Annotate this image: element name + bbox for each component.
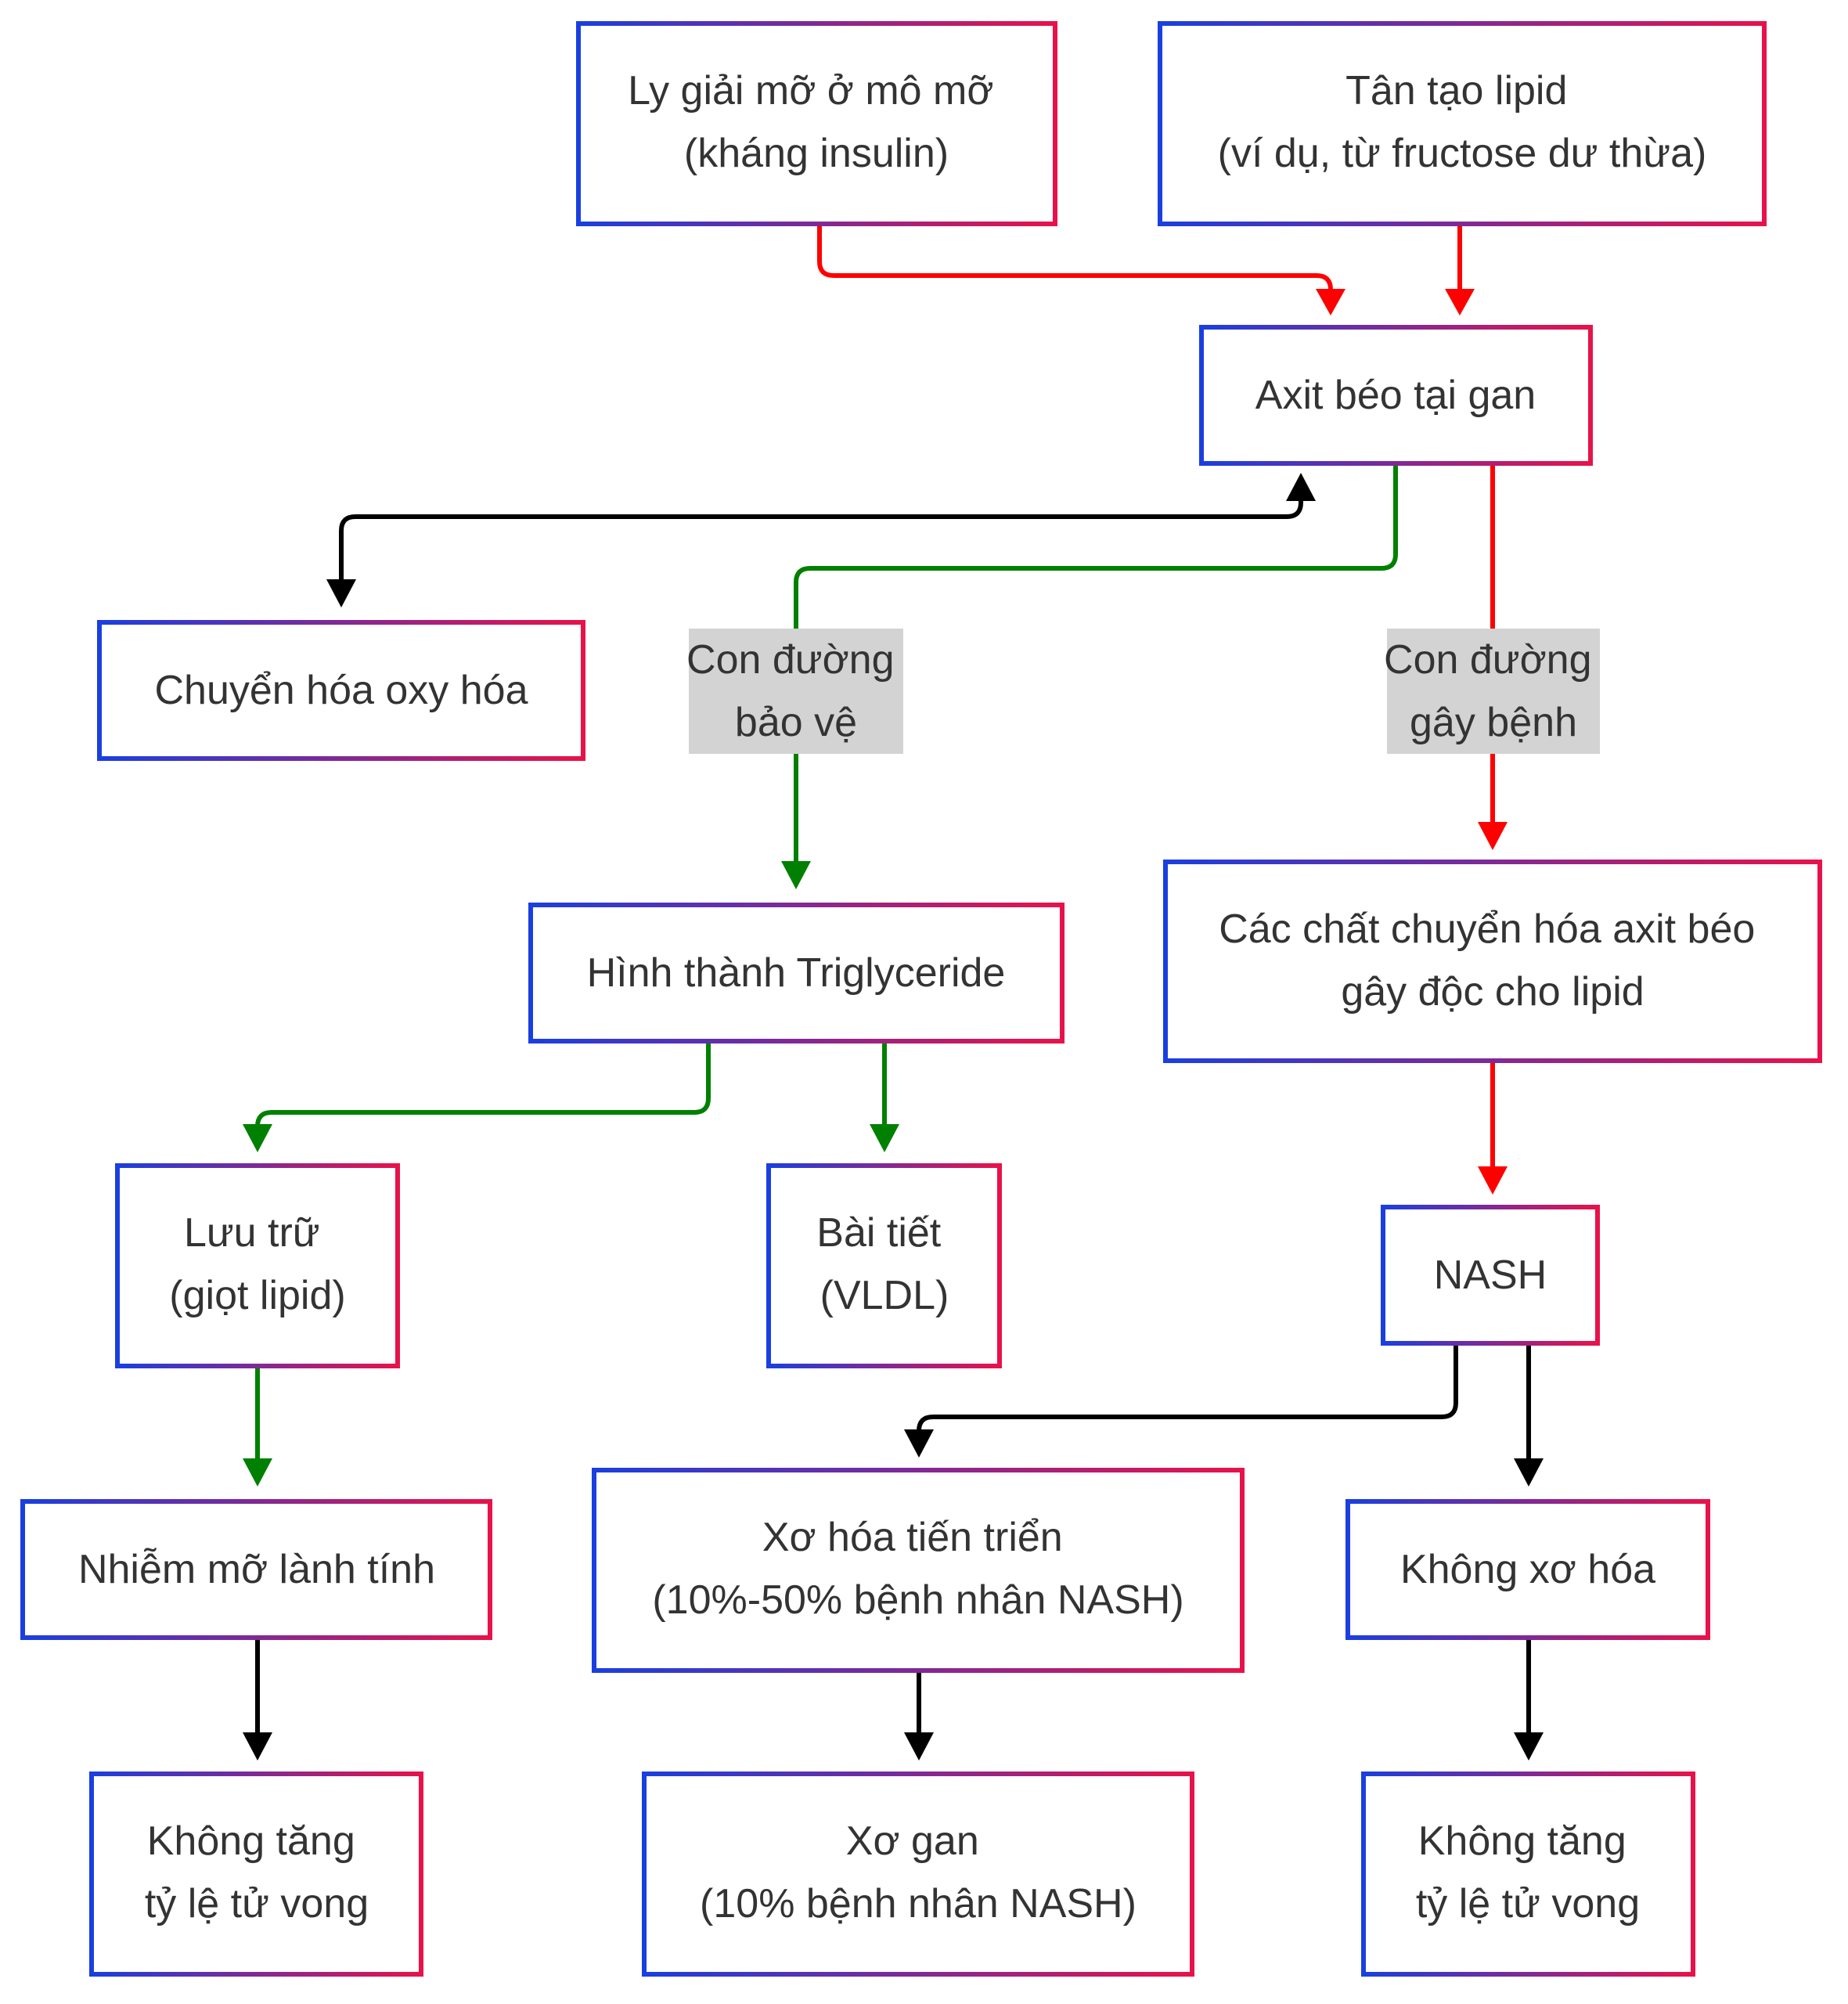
node-line: Xơ hóa tiến triển bbox=[762, 1515, 1063, 1560]
node-line: Bài tiết bbox=[816, 1210, 942, 1256]
node-storage: Lưu trữ (giọt lipid) bbox=[115, 1163, 400, 1368]
arrowhead-black bbox=[1514, 1458, 1544, 1487]
node-fatty-acids: Axit béo tại gan bbox=[1199, 325, 1593, 466]
arrowhead-green bbox=[243, 1458, 272, 1487]
edge-label-pathogenic: Con đường gây bệnh bbox=[1384, 629, 1603, 754]
edge-lipolysis-to-fatty-acids bbox=[817, 225, 1333, 292]
arrowhead-black bbox=[904, 1732, 934, 1761]
node-line: Axit béo tại gan bbox=[1255, 373, 1536, 418]
node-line: Chuyển hóa oxy hóa bbox=[154, 668, 528, 713]
node-no-mortality-left: Không tăng tỷ lệ tử vong bbox=[89, 1772, 423, 1977]
node-toxic-metabolites: Các chất chuyển hóa axit béo gây độc cho… bbox=[1163, 860, 1822, 1063]
arrowhead-red bbox=[1478, 822, 1508, 850]
svg-text:Con đường bảo vệ: Con đường bảo vệ bbox=[686, 637, 906, 745]
edge-label-line: bảo vệ bbox=[735, 700, 857, 745]
node-line: Xơ gan bbox=[846, 1818, 979, 1864]
node-line: Không xơ hóa bbox=[1400, 1547, 1655, 1592]
node-nash: NASH bbox=[1381, 1205, 1600, 1346]
svg-text:Lưu trữ (giọt lipid): Lưu trữ (giọt lipid) bbox=[169, 1210, 345, 1318]
arrowhead-black-up bbox=[1286, 473, 1316, 501]
node-line: (10%-50% bệnh nhân NASH) bbox=[652, 1577, 1183, 1623]
svg-text:Xơ gan (10% bệnh nhân: Xơ gan (10% bệnh nhân NASH) bbox=[700, 1818, 1137, 1927]
svg-text:Hình thành Triglyceride: Hình thành Triglyceride bbox=[587, 950, 1006, 996]
svg-text:Bài tiết (VLDL): Bài tiết (VLDL) bbox=[816, 1210, 952, 1318]
node-lipogenesis: Tân tạo lipid (ví dụ, từ fructose dư thừ… bbox=[1158, 21, 1767, 226]
svg-text:Không tăng tỷ lệ tử vo: Không tăng tỷ lệ tử vong bbox=[145, 1818, 369, 1927]
node-benign-steatosis: Nhiễm mỡ lành tính bbox=[20, 1499, 492, 1640]
arrowhead-red bbox=[1445, 289, 1475, 315]
node-line: Tân tạo lipid bbox=[1345, 68, 1567, 114]
svg-text:Tân tạo lipid (ví dụ,: Tân tạo lipid (ví dụ, từ fructose dư thừ… bbox=[1218, 68, 1707, 176]
edge-label-line: gây bệnh bbox=[1410, 700, 1577, 745]
node-line: gây độc cho lipid bbox=[1341, 969, 1644, 1015]
node-lipolysis: Ly giải mỡ ở mô mỡ (kháng insulin) bbox=[576, 21, 1057, 226]
node-line: (giọt lipid) bbox=[169, 1273, 345, 1318]
edge-nash-to-fibrosis bbox=[917, 1345, 1458, 1433]
svg-text:Không tăng tỷ lệ tử vo: Không tăng tỷ lệ tử vong bbox=[1416, 1818, 1640, 1927]
svg-text:Nhiễm mỡ lành tính: Nhiễm mỡ lành tính bbox=[78, 1547, 435, 1592]
edge-triglyceride-to-storage bbox=[255, 1043, 711, 1129]
arrowhead-green bbox=[781, 861, 811, 889]
svg-text:Chuyển hóa oxy hóa: Chuyển hóa oxy hóa bbox=[154, 668, 528, 713]
node-line: tỷ lệ tử vong bbox=[1416, 1881, 1640, 1927]
node-line: (VLDL) bbox=[820, 1273, 949, 1318]
edge-label-protective: Con đường bảo vệ bbox=[686, 629, 906, 754]
arrowhead-black-down bbox=[326, 579, 356, 607]
edge-label-line: Con đường bbox=[1384, 637, 1592, 683]
node-advanced-fibrosis: Xơ hóa tiến triển (10%-50% bệnh nhân NAS… bbox=[592, 1468, 1245, 1673]
nodes: Ly giải mỡ ở mô mỡ (kháng insulin) Tân t… bbox=[20, 21, 1822, 1977]
svg-text:Xơ hóa tiến triển (10%: Xơ hóa tiến triển (10%-50% bệnh nhân NAS… bbox=[652, 1515, 1183, 1623]
svg-text:Không xơ hóa: Không xơ hóa bbox=[1400, 1547, 1655, 1592]
svg-text:NASH: NASH bbox=[1434, 1252, 1547, 1298]
node-line: Nhiễm mỡ lành tính bbox=[78, 1547, 435, 1592]
arrowhead-black bbox=[1514, 1732, 1544, 1761]
svg-text:Axit béo tại gan: Axit béo tại gan bbox=[1255, 373, 1536, 418]
node-line: Ly giải mỡ ở mô mỡ bbox=[628, 68, 993, 114]
svg-text:Các chất chuyển hóa axit béo: Các chất chuyển hóa axit béo gây độc cho… bbox=[1219, 906, 1767, 1015]
arrowhead-green bbox=[243, 1124, 272, 1152]
node-oxidation: Chuyển hóa oxy hóa bbox=[97, 620, 585, 761]
node-line: Không tăng bbox=[1418, 1818, 1626, 1864]
arrowhead-red bbox=[1316, 289, 1345, 315]
node-secretion: Bài tiết (VLDL) bbox=[766, 1163, 1002, 1368]
edge-fatty-acids-to-triglyceride bbox=[794, 464, 1398, 865]
node-line: (kháng insulin) bbox=[684, 131, 949, 176]
svg-text:Ly giải mỡ ở mô mỡ (kh: Ly giải mỡ ở mô mỡ (kháng insulin) bbox=[628, 68, 1005, 176]
node-line: Các chất chuyển hóa axit béo bbox=[1219, 906, 1755, 952]
arrowhead-black bbox=[243, 1732, 272, 1761]
node-no-fibrosis: Không xơ hóa bbox=[1345, 1499, 1710, 1640]
edge-label-line: Con đường bbox=[686, 637, 895, 683]
svg-text:Con đường gây bệnh: Con đường gây bệnh bbox=[1384, 637, 1603, 745]
arrowhead-green bbox=[870, 1124, 899, 1152]
edge-label-bg bbox=[689, 629, 903, 754]
node-no-mortality-right: Không tăng tỷ lệ tử vong bbox=[1361, 1772, 1695, 1977]
node-line: (ví dụ, từ fructose dư thừa) bbox=[1218, 131, 1707, 176]
arrowhead-black bbox=[904, 1429, 934, 1458]
node-triglyceride: Hình thành Triglyceride bbox=[528, 903, 1064, 1043]
node-line: (10% bệnh nhân NASH) bbox=[700, 1881, 1137, 1927]
node-line: Không tăng bbox=[147, 1818, 355, 1864]
node-cirrhosis: Xơ gan (10% bệnh nhân NASH) bbox=[642, 1772, 1194, 1977]
edge-fatty-acids-oxidation bbox=[339, 489, 1303, 583]
edges bbox=[243, 225, 1544, 1761]
arrowhead-red bbox=[1478, 1166, 1508, 1195]
node-line: Lưu trữ bbox=[184, 1210, 320, 1256]
node-line: Hình thành Triglyceride bbox=[587, 950, 1006, 996]
edge-label-bg bbox=[1387, 629, 1600, 754]
node-line: NASH bbox=[1434, 1252, 1547, 1298]
node-line: tỷ lệ tử vong bbox=[145, 1881, 369, 1927]
